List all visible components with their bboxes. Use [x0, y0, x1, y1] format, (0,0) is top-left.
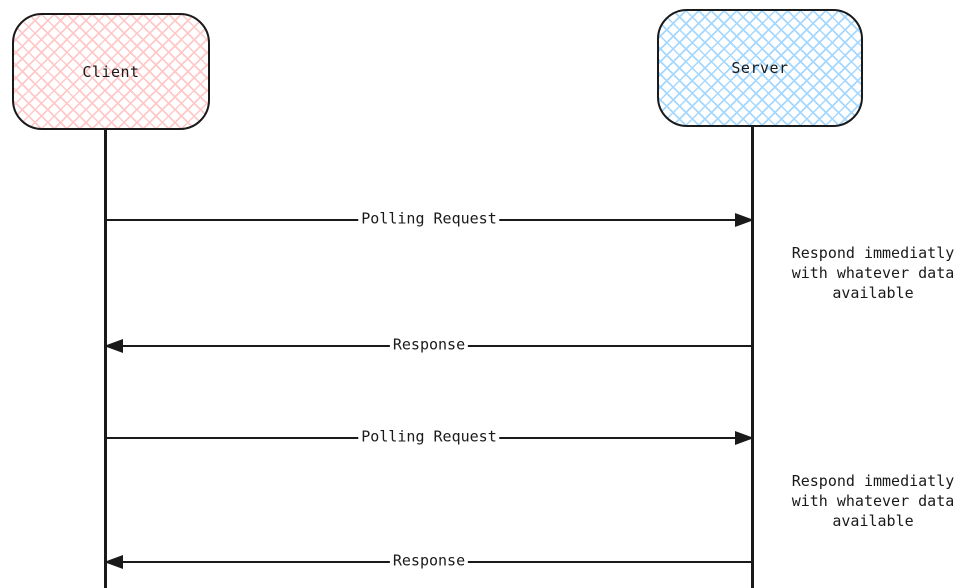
actor-server-label: Server	[731, 59, 789, 77]
note-line: with whatever data	[791, 264, 955, 282]
note-line: available	[832, 284, 914, 302]
message-label: Polling Request	[358, 209, 500, 228]
message-label: Response	[389, 551, 469, 570]
note-line: Respond immediatly	[791, 472, 955, 490]
server-lifeline	[751, 126, 754, 588]
arrowhead-left-icon	[104, 555, 123, 569]
arrowhead-left-icon	[104, 339, 123, 353]
note-line: Respond immediatly	[791, 244, 955, 262]
message-label: Polling Request	[358, 427, 500, 446]
actor-client-label: Client	[82, 62, 140, 81]
note-respond-immediately-2: Respond immediatly with whatever data av…	[758, 471, 976, 531]
note-line: available	[832, 512, 914, 530]
note-respond-immediately-1: Respond immediatly with whatever data av…	[758, 243, 976, 303]
actor-client-box: Client	[12, 13, 210, 130]
arrowhead-right-icon	[735, 431, 754, 445]
client-lifeline	[104, 129, 107, 588]
actor-server-box: Server	[657, 9, 863, 127]
message-label: Response	[389, 335, 469, 354]
note-line: with whatever data	[791, 492, 955, 510]
arrowhead-right-icon	[735, 213, 754, 227]
